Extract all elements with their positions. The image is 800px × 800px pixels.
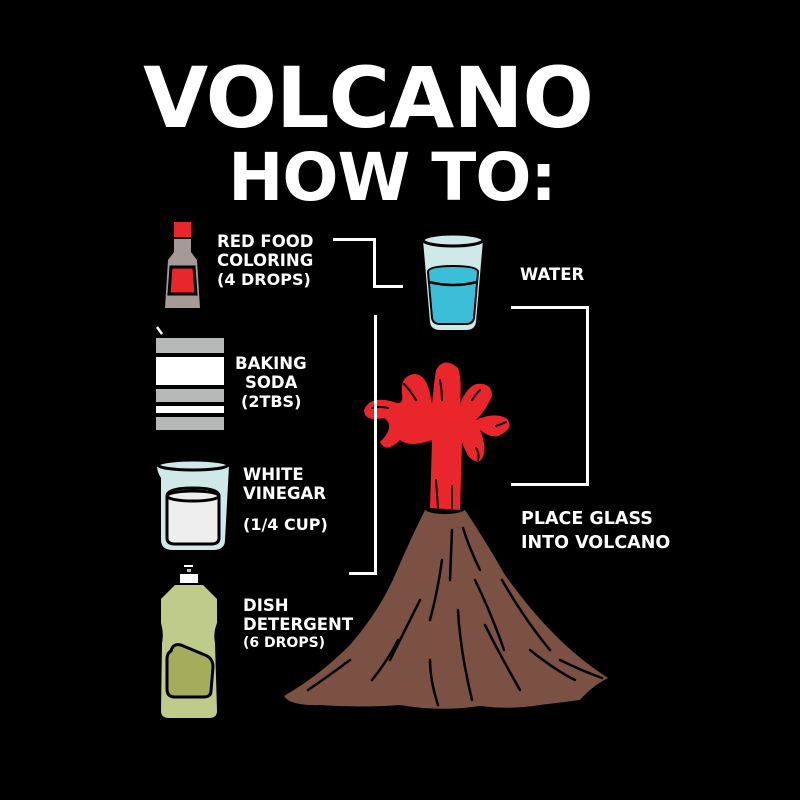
ingredient-name-line-1: WHITE: [243, 465, 304, 484]
measuring-cup-icon: [156, 458, 230, 550]
ingredient-name-line-2: VINEGAR: [243, 484, 327, 503]
ingredient-amount: (4 DROPS): [217, 270, 311, 289]
ingredient-amount: (6 DROPS): [243, 635, 326, 651]
title-line-2: HOW TO:: [228, 139, 557, 216]
ingredient-name-line-2: DETERGENT: [243, 615, 354, 634]
volcano-icon: [284, 362, 608, 709]
step-place-line-2: INTO VOLCANO: [521, 533, 671, 553]
ingredient-name-line-2: COLORING: [217, 251, 314, 270]
step-place-glass-label: PLACE GLASS INTO VOLCANO: [521, 507, 670, 555]
step-water-label: WATER: [520, 265, 585, 284]
ingredient-dish-detergent-label: DISH DETERGENT (6 DROPS): [243, 596, 353, 653]
detergent-bottle-icon: [161, 565, 217, 718]
food-coloring-bottle-icon: [165, 222, 200, 308]
ingredient-name-line-1: BAKING: [235, 354, 307, 373]
water-glass-icon: [421, 232, 485, 330]
baking-soda-box-icon: [155, 326, 224, 430]
ingredient-white-vinegar-label: WHITE VINEGAR (1/4 CUP): [243, 465, 328, 534]
step-place-line-1: PLACE GLASS: [521, 509, 653, 529]
title-line-1: VOLCANO: [143, 49, 594, 147]
ingredient-name-line-1: DISH: [243, 596, 289, 615]
ingredient-baking-soda-label: BAKING SODA (2TBS): [235, 354, 307, 411]
ingredient-amount: (1/4 CUP): [243, 515, 328, 534]
ingredient-amount: (2TBS): [241, 392, 302, 411]
ingredient-red-food-coloring-label: RED FOOD COLORING (4 DROPS): [217, 232, 313, 289]
ingredient-name-line-1: RED FOOD: [217, 232, 314, 251]
ingredient-name-line-2: SODA: [245, 373, 298, 392]
